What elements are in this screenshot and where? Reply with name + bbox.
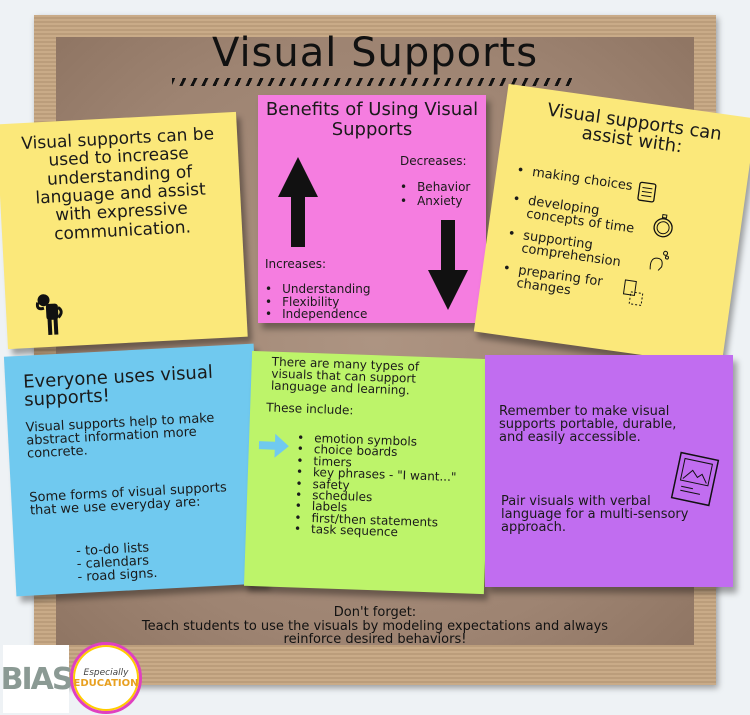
note-assist-with: Visual supports can assist with: • makin…: [473, 83, 750, 367]
list-item: • preparing for changes: [500, 261, 666, 311]
decreases-list: Behavior Anxiety: [400, 180, 470, 209]
list-item: • developing concepts of time: [510, 192, 676, 242]
stopwatch-icon: [653, 213, 673, 238]
list-item: - road signs.: [77, 565, 158, 586]
types-list: emotion symbols choice boards timers key…: [294, 431, 458, 541]
benefits-heading: Benefits of Using Visual Supports: [265, 99, 479, 140]
document-change-icon: [622, 279, 643, 306]
list-item: Independence: [265, 308, 371, 321]
increases-list: Understanding Flexibility Independence: [265, 283, 371, 321]
arrow-up-icon: [278, 157, 318, 247]
everyone-paragraph-1: Visual supports help to make abstract in…: [25, 410, 215, 462]
note-language-understanding: Visual supports can be used to increase …: [0, 111, 248, 350]
note-benefits: Benefits of Using Visual Supports Decrea…: [258, 95, 486, 323]
photo-card-icon: [670, 451, 720, 507]
bias-logo: BIAS: [1, 645, 73, 713]
footer-reminder: Don't forget: Teach students to use the …: [141, 605, 609, 648]
remember-paragraph: Remember to make visual supports portabl…: [499, 404, 677, 445]
note-text: Visual supports can be used to increase …: [20, 124, 215, 245]
thinking-head-icon: [649, 250, 669, 271]
list-item: Understanding: [265, 283, 370, 296]
note-types-of-visuals: There are many types of visuals that can…: [243, 350, 493, 595]
decreases-label: Decreases:: [400, 154, 467, 168]
types-include-label: These include:: [265, 400, 354, 418]
increases-label: Increases:: [265, 257, 327, 271]
title-underline: [172, 78, 572, 86]
thinking-person-icon: [35, 294, 63, 335]
checklist-icon: [637, 181, 657, 203]
arrow-down-icon: [428, 220, 468, 310]
everyone-heading: Everyone uses visual supports!: [22, 361, 214, 411]
note-everyone-uses: Everyone uses visual supports! Visual su…: [3, 343, 267, 597]
pair-visuals-paragraph: Pair visuals with verbal language for a …: [501, 494, 689, 535]
list-item: • supporting comprehension: [505, 226, 671, 276]
arrow-right-icon: [258, 433, 289, 458]
list-item: • making choices: [515, 163, 680, 207]
list-item: Anxiety: [400, 194, 470, 209]
especially-education-logo: Especially EDUCATION: [70, 642, 142, 714]
assist-list: • making choices • developing concepts o…: [499, 163, 680, 319]
page-title: Visual Supports: [211, 30, 539, 76]
types-paragraph: There are many types of visuals that can…: [270, 354, 420, 398]
list-item: Behavior: [400, 180, 470, 195]
everyday-list: - to-do lists - calendars - road signs.: [76, 540, 158, 586]
note-remember: Remember to make visual supports portabl…: [485, 355, 733, 587]
list-item: Flexibility: [265, 295, 371, 309]
everyone-paragraph-2: Some forms of visual supports that we us…: [28, 480, 228, 519]
